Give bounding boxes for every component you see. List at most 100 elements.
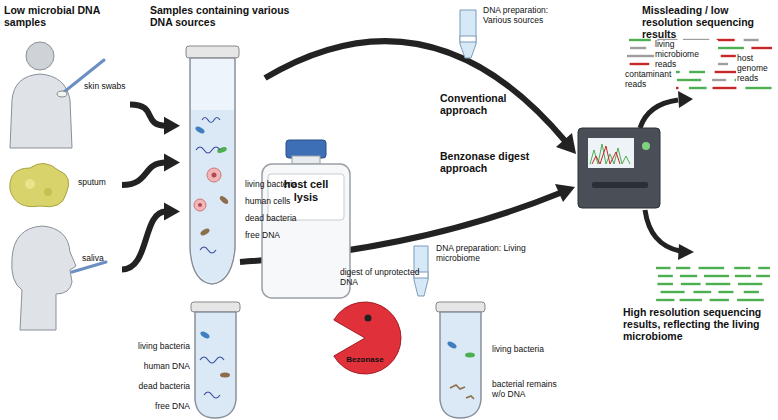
arrow-head	[164, 117, 180, 135]
sequencing-reads-part	[718, 291, 733, 293]
sequencer	[578, 128, 660, 208]
saliva-figure	[12, 226, 106, 330]
figure-title: Low microbial DNA samples	[4, 4, 126, 28]
sequencing-reads-part	[713, 87, 737, 89]
digested-sample-tube-part	[446, 340, 457, 349]
lysed-tube: living bacteriahuman DNAdead bacteriafre…	[130, 300, 240, 418]
benzonase-pacman-part	[365, 315, 372, 322]
sputum-blob-part	[10, 163, 69, 206]
swab-sample: skin swabs	[2, 36, 130, 150]
enzyme-pacman: Bezonase	[325, 300, 405, 376]
sequencing-result: High resolution sequencing results, refl…	[615, 262, 776, 346]
lysed-sample-tube-part	[200, 357, 224, 398]
lysis-bottle-part	[286, 140, 326, 158]
sequencing-reads-part	[717, 47, 744, 49]
process-arrow-part	[645, 210, 680, 251]
arrow-head	[164, 203, 180, 221]
node-heading: Missleading / low resolution sequencing …	[642, 4, 770, 40]
node-label: dead bacteria	[245, 214, 329, 224]
spin-column-part	[460, 10, 476, 58]
sequencing-reads-part	[734, 267, 750, 269]
sample-tube	[186, 46, 239, 284]
skin-swab-figure-part	[26, 42, 54, 70]
node-label: Bezonase	[343, 355, 387, 364]
sample-arrow	[122, 154, 180, 186]
sample-arrow	[122, 203, 180, 270]
node-heading: Samples containing various DNA sources	[150, 4, 306, 28]
process-arrow-part	[555, 184, 575, 202]
node-label: skin swabs	[84, 82, 130, 92]
skin-swab-figure-part	[10, 74, 72, 148]
annotation-label: digest of unprotected DNA	[340, 268, 435, 288]
sample-arrow	[130, 104, 180, 134]
sample-tube-part	[199, 227, 210, 236]
sample-tube-part	[212, 173, 217, 178]
sequencing-reads-part	[658, 275, 673, 277]
sequencing-reads-part	[712, 79, 726, 81]
sequencing-reads-part	[710, 299, 729, 301]
sequencing-reads-part	[721, 55, 736, 57]
process-arrow-part	[678, 91, 693, 108]
spin-column: DNA preparation: Living microbiome	[410, 240, 535, 298]
annotation-label: Conventional approach	[440, 92, 522, 116]
benzonase-pacman	[334, 302, 401, 374]
node-heading: High resolution sequencing results, refl…	[623, 306, 773, 342]
sequencing-reads-part	[693, 291, 711, 293]
saliva-sample: saliva	[2, 222, 122, 335]
lysed-sample-tube-part	[195, 312, 236, 418]
sequencing-result: Missleading / low resolution sequencing …	[620, 2, 776, 98]
sample-tube: Samples containing various DNA sourcesli…	[180, 40, 330, 285]
node-label: bacterial remains w/o DNA	[492, 380, 558, 400]
arrow-shaft	[122, 163, 166, 186]
sequencing-reads-part	[735, 275, 751, 277]
sequencing-reads-part	[717, 39, 735, 41]
sequencer-part	[592, 146, 620, 164]
lysis-bottle: host cell lysis	[262, 140, 350, 298]
digested-tube: living bacteriabacterial remains w/o DNA	[435, 300, 560, 418]
sample-tube-part	[194, 125, 205, 134]
node-label: DNA preparation: Living microbiome	[436, 244, 532, 264]
digested-sample-tube-part	[465, 353, 475, 358]
sequencer-part	[642, 142, 650, 150]
sputum-blob-part	[25, 179, 35, 189]
sequencing-reads-part	[630, 47, 646, 49]
sequencing-reads-part	[738, 283, 762, 285]
sequencing-reads-part	[627, 55, 655, 57]
process-arrow-part	[556, 133, 576, 154]
sequencing-reads-part	[751, 47, 772, 49]
sequencing-reads-part	[681, 283, 701, 285]
node-label: contaminant reads	[624, 70, 676, 90]
sample-tube-part	[191, 110, 234, 282]
sequencing-reads-part	[704, 275, 729, 277]
node-label: saliva	[82, 254, 122, 264]
sequencing-reads-part	[706, 283, 731, 285]
sequencing-reads-part	[677, 79, 701, 81]
digested-sample-tube-part	[450, 385, 474, 399]
sequencing-reads-part	[680, 275, 697, 277]
saliva-figure-part	[72, 262, 106, 272]
sequencing-reads-part	[756, 275, 770, 277]
sample-tube-part	[190, 58, 235, 284]
node-label: host cell lysis	[271, 178, 341, 203]
sample-tube-part	[219, 195, 230, 205]
arrow-shaft	[122, 212, 166, 270]
lysed-sample-tube	[191, 302, 240, 418]
benzonase-pacman-part	[334, 302, 401, 374]
arrow-head	[164, 154, 180, 172]
sample-tube-part	[194, 199, 206, 211]
sputum-blob-part	[44, 188, 52, 196]
lysed-sample-tube-part	[199, 330, 210, 339]
sequencing-reads-part	[630, 63, 650, 65]
sequencing-reads-part	[745, 87, 771, 89]
sequencer-part	[578, 128, 660, 208]
sequencing-reads-part	[689, 87, 707, 89]
lysis-bottle-part	[292, 156, 320, 164]
sequencer-part	[590, 144, 630, 164]
sample-tube-part	[207, 168, 221, 182]
node-label: host genome reads	[736, 54, 778, 83]
sample-tube-part	[198, 203, 202, 207]
sequencing-reads-part	[699, 267, 725, 269]
digested-sample-tube-part	[436, 302, 485, 312]
sequencer-part	[592, 182, 648, 188]
node-label: sputum	[78, 178, 122, 188]
